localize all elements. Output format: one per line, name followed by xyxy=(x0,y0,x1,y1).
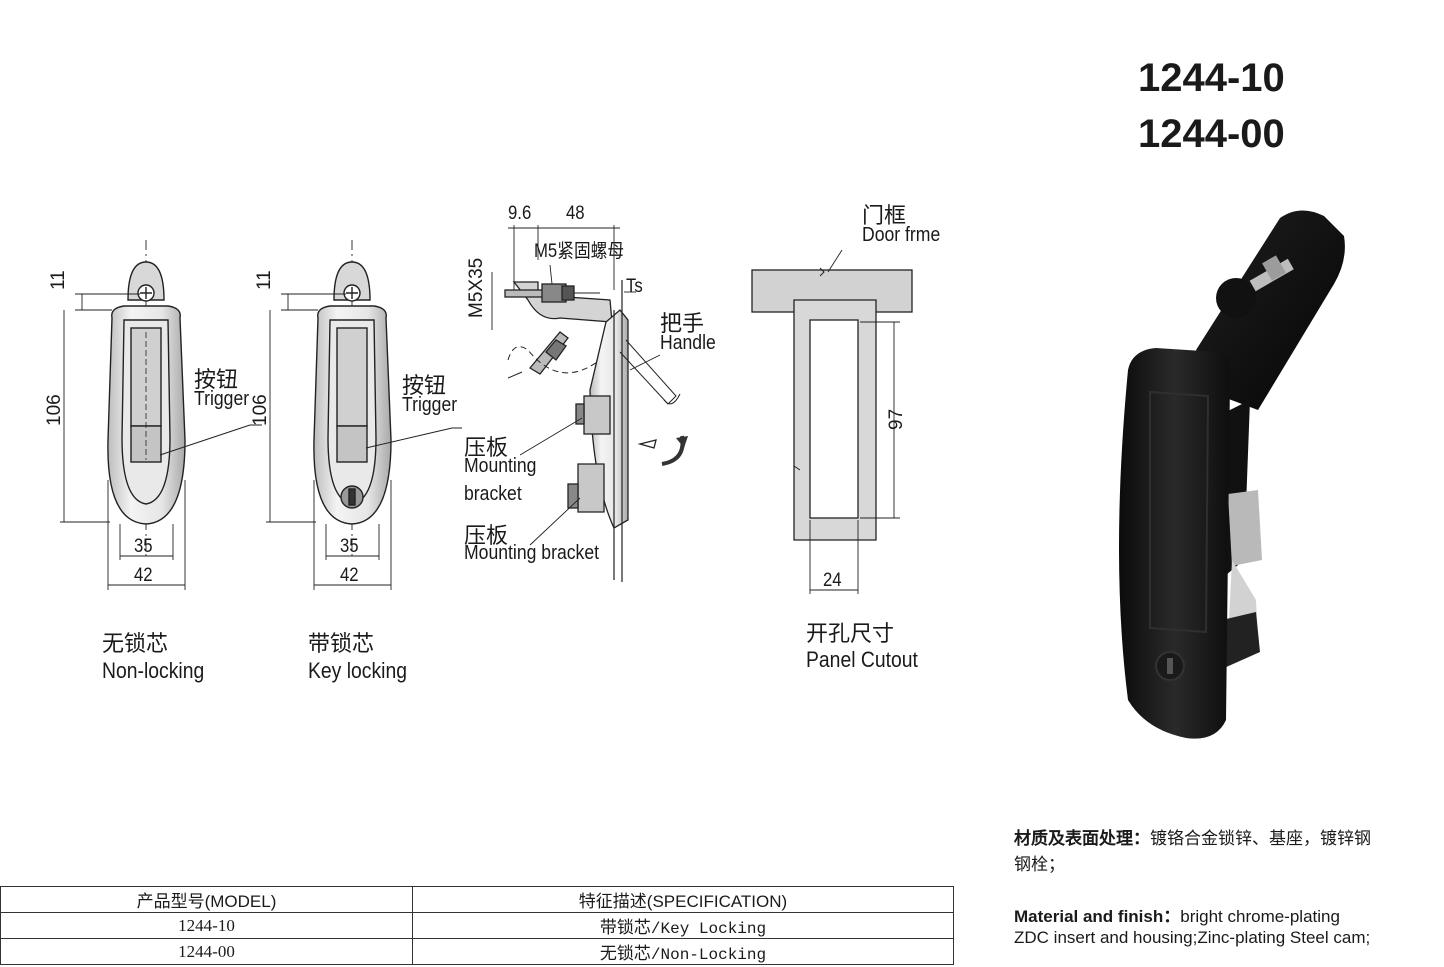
material-en-line-2: ZDC insert and housing;Zinc-plating Stee… xyxy=(1014,928,1371,947)
model-number-1: 1244-10 xyxy=(1138,56,1285,100)
non-locking-dim-top: 11 xyxy=(48,270,69,290)
non-locking-label-en: Non-locking xyxy=(102,658,205,683)
key-locking-label-cn: 带锁芯 xyxy=(308,631,375,656)
key-locking-dim-inner: 35 xyxy=(340,536,359,557)
material-cn-head: 材质及表面处理： xyxy=(1014,829,1150,848)
side-screw-label: M5X35 xyxy=(466,257,487,318)
side-view xyxy=(491,225,688,582)
key-locking-dim-top: 11 xyxy=(254,270,275,290)
non-locking-dim-outer: 42 xyxy=(134,565,153,586)
row-spec-en: /Non-Locking xyxy=(650,946,767,964)
side-bracket2-en: Mounting bracket xyxy=(464,542,600,564)
row-model: 1244-00 xyxy=(0,938,413,965)
cutout-dim-width: 24 xyxy=(823,570,842,591)
non-locking-trigger-cn: 按钮 xyxy=(194,367,239,392)
row-spec-en: /Key Locking xyxy=(650,920,767,938)
table-row: 1244-00 无锁芯/Non-Locking xyxy=(0,938,954,965)
cutout-dim-height: 97 xyxy=(886,408,907,430)
cutout-frame-en: Door frme xyxy=(862,224,941,246)
side-handle-en: Handle xyxy=(660,332,716,354)
non-locking-dim-height: 106 xyxy=(44,394,65,426)
non-locking-front-view xyxy=(60,240,262,590)
material-cn-line-1: 材质及表面处理：镀铬合金锁锌、基座，镀锌钢 xyxy=(1014,824,1371,849)
key-locking-dim-outer: 42 xyxy=(340,565,359,586)
row-spec: 带锁芯/Key Locking xyxy=(412,912,954,939)
row-spec: 无锁芯/Non-Locking xyxy=(412,938,954,965)
cutout-label-en: Panel Cutout xyxy=(806,647,918,672)
header-specification: 特征描述(SPECIFICATION) xyxy=(412,886,954,913)
side-bracket1-en-2: bracket xyxy=(464,483,522,505)
row-spec-cn: 无锁芯 xyxy=(599,944,651,963)
material-cn-line-2: 钢栓； xyxy=(1014,855,1065,874)
side-dim-a: 9.6 xyxy=(508,203,532,224)
material-en-text-1: bright chrome-plating xyxy=(1180,907,1340,926)
product-photo xyxy=(1119,210,1345,739)
table-header-row: 产品型号(MODEL) 特征描述(SPECIFICATION) xyxy=(0,886,954,913)
side-bracket1-en-1: Mounting xyxy=(464,455,537,477)
key-locking-trigger-en: Trigger xyxy=(402,394,458,416)
header-model: 产品型号(MODEL) xyxy=(0,886,413,913)
table-row: 1244-10 带锁芯/Key Locking xyxy=(0,912,954,939)
spec-table: 产品型号(MODEL) 特征描述(SPECIFICATION) 1244-10 … xyxy=(0,886,954,965)
material-en-head: Material and finish： xyxy=(1014,907,1181,926)
cutout-frame-cn: 门框 xyxy=(862,203,907,228)
non-locking-dim-inner: 35 xyxy=(134,536,153,557)
key-locking-label-en: Key locking xyxy=(308,658,408,683)
side-bracket1-cn: 压板 xyxy=(464,435,509,460)
side-dim-b: 48 xyxy=(566,203,585,224)
material-en-line-1: Material and finish：bright chrome-platin… xyxy=(1014,902,1340,927)
model-number-2: 1244-00 xyxy=(1138,112,1285,156)
key-locking-trigger-cn: 按钮 xyxy=(402,373,447,398)
row-spec-cn: 带锁芯 xyxy=(599,918,651,937)
panel-cutout-view xyxy=(751,249,913,594)
material-cn-text-1: 镀铬合金锁锌、基座，镀锌钢 xyxy=(1150,829,1371,848)
side-thickness-label: Ts xyxy=(626,276,643,297)
side-nut-label: M5紧固螺母 xyxy=(534,241,625,262)
side-handle-cn: 把手 xyxy=(660,311,705,336)
cutout-label-cn: 开孔尺寸 xyxy=(806,621,895,646)
non-locking-label-cn: 无锁芯 xyxy=(102,631,169,656)
row-model: 1244-10 xyxy=(0,912,413,939)
key-locking-front-view xyxy=(266,240,462,590)
key-locking-dim-height: 106 xyxy=(250,394,271,426)
non-locking-trigger-en: Trigger xyxy=(194,388,250,410)
side-bracket2-cn: 压板 xyxy=(464,523,509,548)
